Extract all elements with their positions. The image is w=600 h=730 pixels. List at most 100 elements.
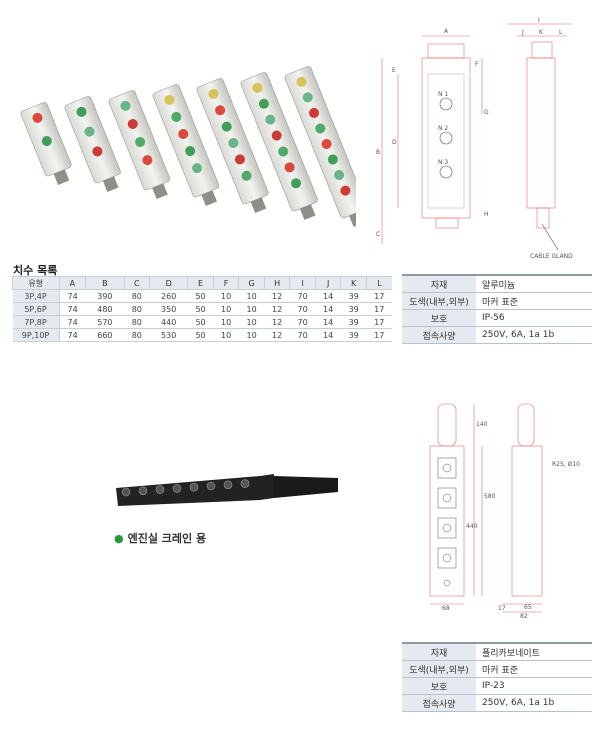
table-cell: 50	[187, 315, 214, 329]
spec-value: IP-23	[476, 677, 592, 695]
table-cell: 14	[315, 315, 341, 329]
dim-label-i: I	[538, 17, 540, 24]
col-header: 유형	[12, 276, 59, 290]
dim-label-l: L	[559, 29, 563, 36]
spec-key: 자재	[402, 274, 476, 293]
pendant-box	[20, 102, 72, 186]
dim-label-f: F	[475, 61, 479, 68]
table-cell: 39	[340, 328, 367, 342]
table-cell: 80	[124, 289, 150, 303]
dim-65: 65	[524, 604, 532, 611]
table-cell: 10	[238, 315, 265, 329]
spec-value: 250V, 6A, 1a 1b	[476, 326, 592, 344]
product-photo-pendant-stations	[20, 66, 356, 227]
spec-value: 마커 표준	[476, 292, 592, 310]
pendant-box	[196, 78, 269, 213]
col-header: I	[289, 276, 316, 290]
pendant-button	[138, 486, 148, 496]
dim-label-h: H	[484, 211, 489, 218]
dim-label-g: G	[484, 109, 489, 116]
table-cell: 74	[59, 289, 86, 303]
table-cell: 14	[315, 328, 341, 342]
pendant-button	[172, 484, 182, 493]
dim-17: 17	[498, 605, 506, 612]
dim-68: 68	[442, 605, 450, 612]
table-cell: 260	[149, 289, 188, 303]
spec-key: 보호	[402, 309, 476, 327]
pendant-button	[121, 487, 131, 497]
spec-value: IP-56	[476, 309, 592, 327]
table-cell: 10	[213, 328, 239, 342]
table-cell: 12	[264, 302, 290, 316]
label-n2: N 2	[438, 125, 448, 132]
dim-radius: R25, Ø10	[552, 461, 580, 468]
table-cell: 12	[264, 328, 290, 342]
pendant-button	[206, 481, 216, 491]
row-type-cell: 9P,10P	[12, 328, 60, 342]
table-cell: 80	[124, 315, 150, 329]
spec-key: 자재	[402, 642, 476, 661]
dim-82: 82	[520, 613, 528, 620]
table-cell: 70	[289, 302, 316, 316]
table-cell: 39	[340, 289, 367, 303]
technical-drawing-aluminium: A B C D E F G H I J K L N 1 N 2 N 3 CABL…	[376, 17, 573, 260]
table-cell: 70	[289, 328, 316, 342]
caption-text: 엔진실 크레인 용	[127, 532, 207, 545]
table-cell: 440	[149, 315, 188, 329]
spec-value: 폴리카보네이트	[476, 642, 592, 661]
table-cell: 17	[366, 328, 392, 342]
table-cell: 17	[366, 315, 392, 329]
table-cell: 12	[264, 289, 290, 303]
spec-value: 250V, 6A, 1a 1b	[476, 694, 592, 712]
table-cell: 74	[59, 328, 86, 342]
label-n3: N 3	[438, 159, 448, 166]
table-cell: 50	[187, 289, 214, 303]
col-header: A	[58, 276, 86, 290]
product-caption: ●엔진실 크레인 용	[114, 530, 206, 546]
table-cell: 10	[238, 328, 265, 342]
col-header: H	[263, 276, 290, 290]
table-cell: 14	[315, 302, 341, 316]
dim-label-d: D	[392, 139, 397, 146]
table-cell: 17	[366, 302, 392, 316]
table-cell: 530	[149, 328, 188, 342]
dim-label-b: B	[376, 149, 380, 156]
pendant-button	[223, 480, 233, 490]
spec-row: 도색(내부,외부)마커 표준	[402, 660, 592, 678]
col-header: L	[365, 276, 392, 290]
table-cell: 10	[238, 289, 265, 303]
table-cell: 74	[59, 315, 86, 329]
table-cell: 10	[213, 315, 239, 329]
table-cell: 39	[340, 302, 367, 316]
pendant-box	[240, 72, 318, 220]
col-header: F	[212, 276, 239, 290]
row-type-cell: 5P,6P	[12, 302, 60, 316]
table-cell: 74	[59, 302, 86, 316]
spec-row: 도색(내부,외부)마커 표준	[402, 292, 592, 310]
spec-key: 도색(내부,외부)	[402, 660, 476, 678]
label-cable-gland: CABLE GLAND	[530, 253, 573, 260]
table-cell: 14	[315, 289, 341, 303]
col-header: B	[85, 276, 125, 290]
pendant-button	[189, 482, 199, 492]
table-cell: 660	[85, 328, 125, 342]
table-cell: 50	[187, 302, 214, 316]
col-header: G	[238, 276, 265, 290]
pendant-box	[152, 84, 220, 206]
table-cell: 50	[187, 328, 214, 342]
label-n1: N 1	[438, 91, 448, 98]
table-cell: 570	[85, 315, 125, 329]
col-header: E	[187, 276, 214, 290]
spec-key: 접속사양	[402, 326, 476, 344]
col-header: C	[123, 276, 150, 290]
table-cell: 10	[238, 302, 265, 316]
